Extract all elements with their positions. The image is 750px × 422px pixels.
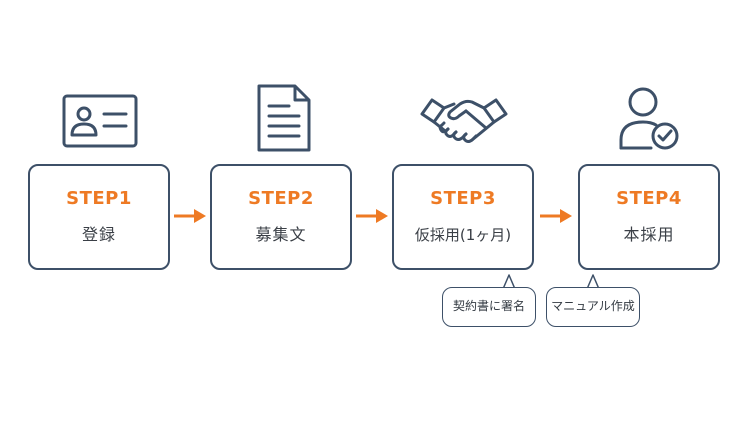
step-4-box: STEP4 本採用	[578, 164, 720, 270]
arrow-right-icon	[172, 206, 208, 226]
user-check-icon	[597, 82, 697, 154]
step-4-name: 本採用	[623, 225, 675, 244]
step-1-name: 登録	[81, 225, 116, 244]
step-3-label: STEP3	[430, 188, 496, 209]
note-step4-manual: マニュアル作成	[546, 287, 640, 327]
id-card-icon	[50, 86, 150, 158]
document-icon	[233, 82, 333, 154]
note-1-tail	[502, 273, 516, 289]
handshake-icon	[414, 86, 514, 158]
step-3-box: STEP3 仮採用(1ヶ月)	[392, 164, 534, 270]
step-2-label: STEP2	[248, 188, 314, 209]
step-2-box: STEP2 募集文	[210, 164, 352, 270]
step-4-label: STEP4	[616, 188, 682, 209]
step-1-box: STEP1 登録	[28, 164, 170, 270]
step-1-label: STEP1	[66, 188, 132, 209]
arrow-right-icon	[354, 206, 390, 226]
arrow-right-icon	[538, 206, 574, 226]
note-step3-contract: 契約書に署名	[442, 287, 536, 327]
step-3-name: 仮採用(1ヶ月)	[414, 226, 512, 244]
step-2-name: 募集文	[255, 225, 307, 244]
note-2-tail	[586, 273, 600, 289]
